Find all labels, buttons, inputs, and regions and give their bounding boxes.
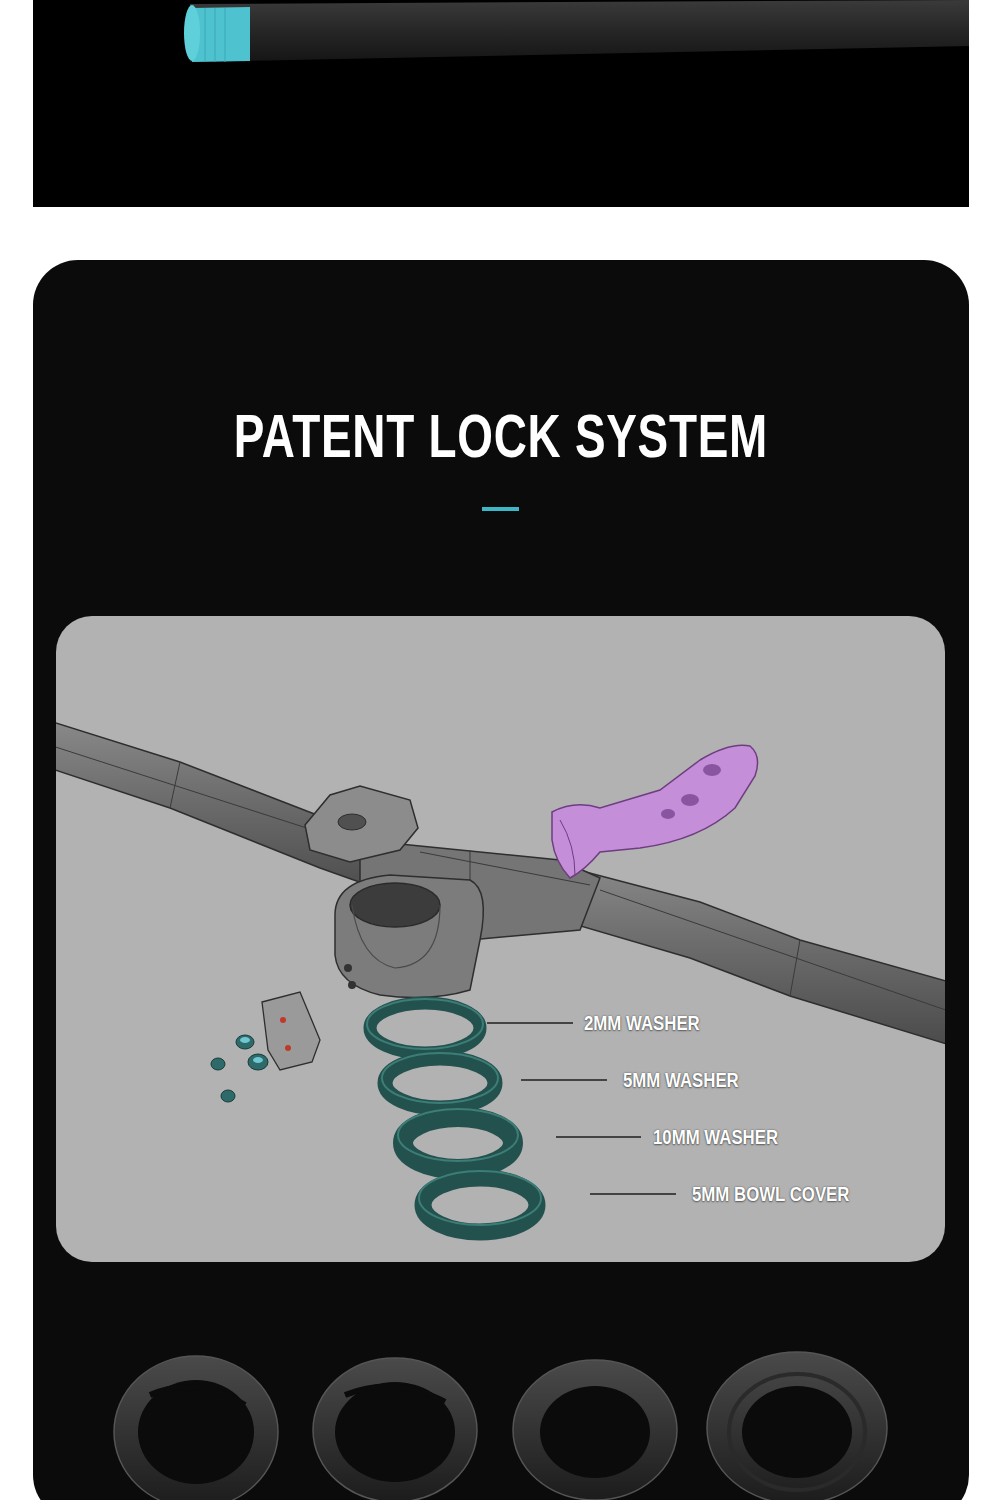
handlebar-illustration	[285, 1045, 291, 1051]
spacer-rings	[707, 1352, 887, 1500]
handlebar-illustration	[344, 964, 352, 972]
handlebar-illustration	[661, 809, 675, 819]
handlebar-illustration	[240, 1037, 263, 1063]
spacer-rings	[150, 1387, 245, 1405]
accent-bar	[482, 507, 519, 511]
page-title: PATENT LOCK SYSTEM	[234, 405, 768, 467]
handlebar-illustration	[423, 1178, 537, 1232]
handlebar-illustration	[253, 1057, 263, 1063]
part-label: 2MM WASHER	[584, 1011, 700, 1035]
spacer-rings	[114, 1352, 887, 1500]
handlebar-illustration	[487, 1022, 573, 1024]
handlebar-illustration	[560, 820, 575, 875]
handlebar-illustration	[419, 1171, 541, 1225]
handlebar-illustration	[382, 1053, 498, 1103]
handlebar-illustration	[335, 875, 483, 998]
top-photo-band	[33, 0, 969, 207]
title-container: PATENT LOCK SYSTEM	[33, 405, 969, 467]
dark-panel	[33, 260, 969, 1500]
spacer-rings	[138, 1380, 254, 1484]
handlebar-illustration	[590, 1193, 676, 1195]
part-label: 5MM BOWL COVER	[692, 1182, 849, 1206]
handlebar-illustration	[348, 981, 356, 989]
top-photo-band	[184, 5, 200, 61]
handlebar-illustration	[487, 1023, 676, 1194]
handlebar-illustration	[338, 814, 366, 830]
handlebar-illustration	[703, 764, 721, 776]
spacer-rings	[540, 1386, 650, 1478]
handlebar-illustration	[221, 1090, 235, 1102]
handlebar-illustration	[370, 1003, 537, 1232]
spacer-rings	[513, 1360, 677, 1500]
handlebar-illustration	[352, 905, 440, 968]
handlebar-illustration	[280, 1017, 286, 1023]
part-label: 10MM WASHER	[653, 1125, 778, 1149]
illustration-panel	[56, 616, 945, 1262]
top-photo-band	[192, 7, 250, 62]
handlebar-illustration	[211, 1058, 225, 1070]
spacer-rings	[742, 1386, 852, 1478]
handlebar-illustration	[236, 1035, 254, 1049]
handlebar-illustration	[556, 1136, 641, 1138]
handlebar-illustration	[385, 1058, 495, 1108]
handlebar-illustration	[370, 1003, 480, 1053]
handlebar-illustration	[211, 1035, 268, 1102]
handlebar-illustration	[350, 883, 440, 927]
handlebar-illustration	[398, 1109, 518, 1161]
spacer-rings	[335, 1382, 455, 1482]
handlebar-illustration	[600, 890, 945, 1015]
spacer-rings	[345, 1386, 445, 1402]
handlebar-illustration	[240, 1037, 250, 1043]
spacer-rings	[313, 1358, 477, 1500]
spacer-rings	[114, 1356, 278, 1500]
handlebar-illustration	[681, 794, 699, 806]
handlebar-illustration	[552, 745, 758, 878]
spacer-rings	[729, 1374, 865, 1490]
top-photo-band	[205, 8, 225, 62]
top-photo-band	[33, 0, 969, 207]
handlebar-illustration	[305, 786, 418, 862]
handlebar-illustration	[367, 999, 483, 1049]
handlebar-illustration	[367, 999, 541, 1225]
part-label: 5MM WASHER	[623, 1068, 739, 1092]
handlebar-illustration	[540, 860, 945, 1048]
handlebar-illustration	[521, 1079, 607, 1081]
handlebar-illustration	[56, 718, 945, 1232]
handlebar-illustration	[262, 992, 320, 1070]
top-photo-band	[190, 0, 969, 62]
handlebar-illustration	[248, 1054, 268, 1070]
